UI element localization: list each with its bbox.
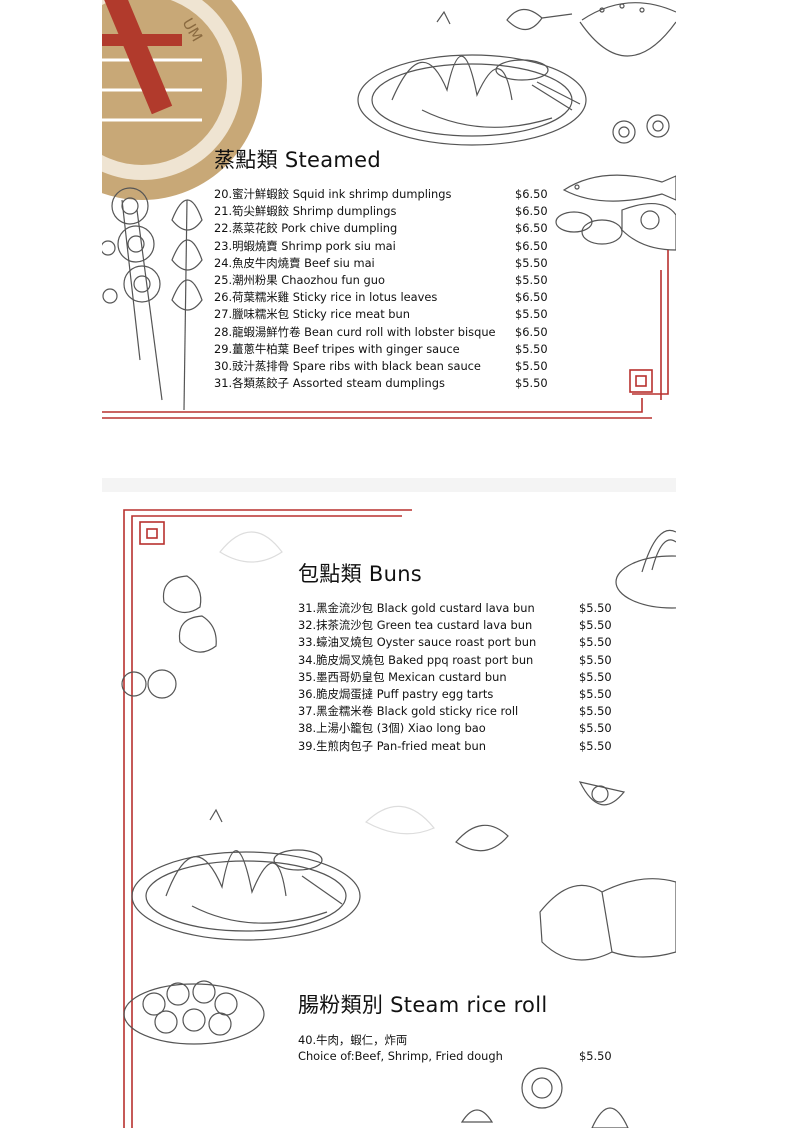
menu-item: 31.黑金流沙包 Black gold custard lava bun $5.5… [298, 600, 618, 617]
item-name: 26.荷葉糯米雞 Sticky rice in lotus leaves [214, 290, 438, 305]
item-name: 34.脆皮焗叉燒包 Baked ppq roast port bun [298, 652, 534, 667]
item-name: 25.潮州粉果 Chaozhou fun guo [214, 272, 385, 287]
menu-item: 35.墨西哥奶皇包 Mexican custard bun $5.50 [298, 669, 618, 686]
menu-page-steamed: UM [102, 0, 676, 478]
section-title-rice-roll: 腸粉類別 Steam rice roll [298, 993, 548, 1017]
small-buns-illustration [121, 575, 217, 699]
item-price: $5.50 [515, 358, 548, 373]
item-name: 32.抹茶流沙包 Green tea custard lava bun [298, 618, 533, 633]
item-price: $6.50 [515, 238, 548, 253]
item-price: $5.50 [579, 669, 612, 684]
menu-item: 20.蜜汁鮮蝦餃 Squid ink shrimp dumplings $6.50 [214, 186, 554, 203]
rice-roll-item-zh: 40.牛肉，蝦仁，炸両 [298, 1033, 408, 1047]
menu-item: 31.各類蒸餃子 Assorted steam dumplings $5.50 [214, 375, 554, 392]
item-price: $5.50 [579, 618, 612, 633]
menu-item: 26.荷葉糯米雞 Sticky rice in lotus leaves $6.5… [214, 289, 554, 306]
steamed-menu-list: 20.蜜汁鮮蝦餃 Squid ink shrimp dumplings $6.50… [214, 186, 554, 392]
page2-illustrations [121, 509, 676, 1128]
menu-page-buns: 包點類 Buns 31.黑金流沙包 Black gold custard lav… [102, 492, 676, 1128]
item-price: $5.50 [579, 738, 612, 753]
menu-item: 27.臘味糯米包 Sticky rice meat bun $5.50 [214, 306, 554, 323]
rice-bowl-illustration [579, 2, 676, 57]
page-gap [102, 478, 676, 492]
decorative-frame [123, 509, 412, 1128]
item-price: $5.50 [579, 721, 612, 736]
item-name: 33.蠔油叉燒包 Oyster sauce roast port bun [298, 635, 537, 650]
menu-item: 33.蠔油叉燒包 Oyster sauce roast port bun $5.5… [298, 634, 618, 651]
item-price: $6.50 [515, 290, 548, 305]
item-price: $6.50 [515, 204, 548, 219]
item-name: 24.魚皮牛肉燒賣 Beef siu mai [214, 255, 375, 270]
item-name: 29.薑蔥牛柏葉 Beef tripes with ginger sauce [214, 341, 460, 356]
item-name: 23.明蝦燒賣 Shrimp pork siu mai [214, 238, 396, 253]
item-price: $5.50 [515, 376, 548, 391]
menu-item: 28.龍蝦湯鮮竹卷 Bean curd roll with lobster bi… [214, 324, 554, 341]
item-name: 27.臘味糯米包 Sticky rice meat bun [214, 307, 410, 322]
dumpling-plate-illustration-2 [131, 808, 361, 941]
menu-item: 38.上湯小籠包 (3個) Xiao long bao $5.50 [298, 720, 618, 737]
menu-item: 24.魚皮牛肉燒賣 Beef siu mai $5.50 [214, 255, 554, 272]
leaf-illustration [506, 8, 573, 31]
item-name: 38.上湯小籠包 (3個) Xiao long bao [298, 721, 486, 736]
faint-dumpling-illustration-2 [364, 805, 435, 835]
section-title-buns: 包點類 Buns [298, 562, 423, 586]
decorative-frame [102, 250, 669, 419]
item-price: $5.50 [515, 272, 548, 287]
menu-item: 34.脆皮焗叉燒包 Baked ppq roast port bun $5.50 [298, 652, 618, 669]
fruit-skewer-illustration [102, 187, 203, 411]
rice-roll-item-en: Choice of:Beef, Shrimp, Fried dough [298, 1049, 503, 1063]
item-name: 39.生煎肉包子 Pan-fried meat bun [298, 738, 486, 753]
menu-item: 30.豉汁蒸排骨 Spare ribs with black bean sauc… [214, 358, 554, 375]
menu-item: 39.生煎肉包子 Pan-fried meat bun $5.50 [298, 738, 618, 755]
item-price: $6.50 [515, 187, 548, 201]
rice-roll-price: $5.50 [579, 1049, 612, 1063]
buns-menu-list: 31.黑金流沙包 Black gold custard lava bun $5.5… [298, 600, 618, 755]
item-price: $5.50 [515, 307, 548, 322]
item-name: 31.各類蒸餃子 Assorted steam dumplings [214, 376, 445, 391]
item-price: $6.50 [515, 324, 548, 339]
menu-item: 36.脆皮焗蛋撻 Puff pastry egg tarts $5.50 [298, 686, 618, 703]
menu-item: 22.蒸菜花餃 Pork chive dumpling $6.50 [214, 220, 554, 237]
item-price: $5.50 [515, 255, 548, 270]
item-name: 36.脆皮焗蛋撻 Puff pastry egg tarts [298, 686, 494, 701]
restaurant-logo: UM [102, 0, 262, 200]
item-price: $5.50 [515, 341, 548, 356]
item-price: $5.50 [579, 652, 612, 667]
fish-illustration [555, 174, 676, 251]
item-price: $5.50 [579, 686, 612, 701]
noodle-plate-illustration [615, 529, 676, 609]
menu-item: 21.筍尖鮮蝦餃 Shrimp dumplings $6.50 [214, 203, 554, 220]
item-price: $5.50 [579, 601, 612, 615]
menu-item: 32.抹茶流沙包 Green tea custard lava bun $5.50 [298, 617, 618, 634]
rice-roll-illustration [539, 878, 676, 961]
item-price: $6.50 [515, 221, 548, 236]
faint-dumpling-illustration [219, 531, 283, 563]
page1-illustrations: UM [102, 0, 676, 419]
item-name: 35.墨西哥奶皇包 Mexican custard bun [298, 669, 507, 684]
item-name: 30.豉汁蒸排骨 Spare ribs with black bean sauc… [214, 358, 481, 373]
menu-item: 25.潮州粉果 Chaozhou fun guo $5.50 [214, 272, 554, 289]
menu-item: 23.明蝦燒賣 Shrimp pork siu mai $6.50 [214, 238, 554, 255]
item-price: $5.50 [579, 635, 612, 650]
cucumber-slices-illustration [612, 114, 670, 144]
small-dumpling-illustration [455, 824, 509, 852]
bottom-garnish-illustration [460, 1067, 629, 1128]
section-title-steamed: 蒸點類 Steamed [214, 148, 382, 172]
tomato-slice-illustration [578, 781, 626, 806]
menu-item: 37.黑金糯米卷 Black gold sticky rice roll $5.5… [298, 703, 618, 720]
item-name: 37.黑金糯米卷 Black gold sticky rice roll [298, 704, 519, 719]
item-name: 21.筍尖鮮蝦餃 Shrimp dumplings [214, 204, 397, 219]
item-name: 20.蜜汁鮮蝦餃 Squid ink shrimp dumplings [214, 187, 452, 201]
item-name: 22.蒸菜花餃 Pork chive dumpling [214, 221, 398, 236]
item-price: $5.50 [579, 704, 612, 719]
dumpling-plate-illustration [357, 10, 587, 146]
siu-mai-plate-illustration [123, 980, 265, 1045]
item-name: 31.黑金流沙包 Black gold custard lava bun [298, 601, 535, 615]
menu-item: 29.薑蔥牛柏葉 Beef tripes with ginger sauce $5… [214, 341, 554, 358]
item-name: 28.龍蝦湯鮮竹卷 Bean curd roll with lobster bi… [214, 324, 496, 339]
